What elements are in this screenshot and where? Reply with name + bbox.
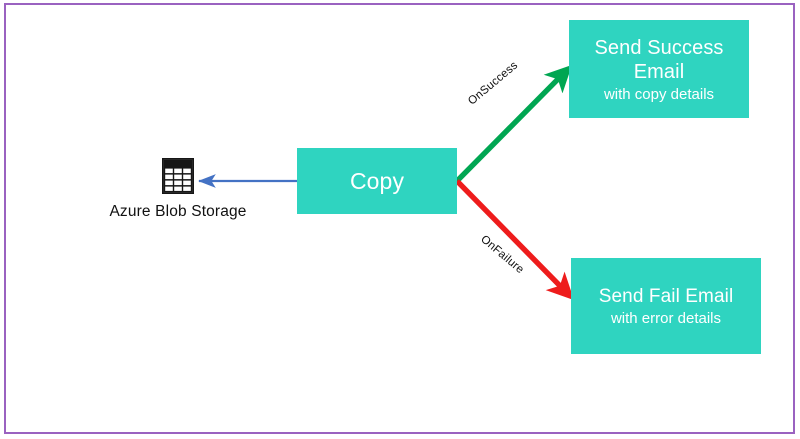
table-grid-icon [162,158,194,194]
node-send-success-email-title-line1: Send Success [594,37,724,59]
node-send-fail-email[interactable]: Send Fail Email with error details [571,258,761,354]
node-send-fail-email-subtitle: with error details [610,309,722,327]
node-copy-title: Copy [349,167,405,194]
node-send-success-email-subtitle: with copy details [603,86,715,103]
dataset-azure-blob-storage[interactable]: Azure Blob Storage [88,158,268,221]
node-send-fail-email-title: Send Fail Email [598,285,734,307]
node-send-success-email-title-line2: Email [633,61,685,83]
node-send-success-email[interactable]: Send Success Email with copy details [569,20,749,118]
dataset-azure-blob-storage-label: Azure Blob Storage [109,203,247,220]
node-copy[interactable]: Copy [297,148,457,214]
